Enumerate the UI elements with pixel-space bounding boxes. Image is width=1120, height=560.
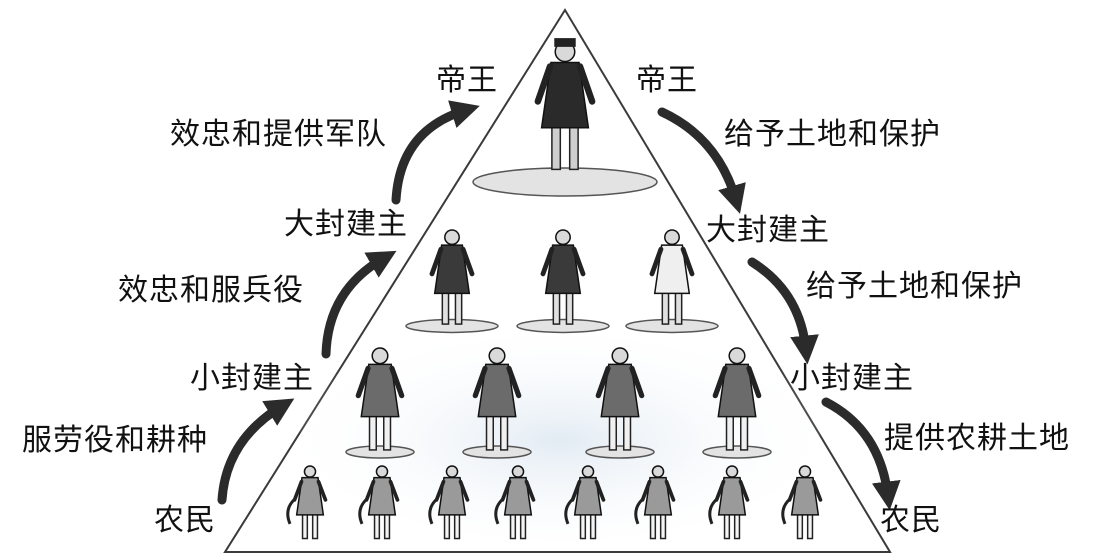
peasant-figure <box>358 465 400 540</box>
great-lord-figure <box>516 229 610 334</box>
left-rank-great-lord: 大封建主 <box>284 207 408 242</box>
right-grant-top: 给予土地和保护 <box>724 117 941 152</box>
arrow-lesser-to-great-lord <box>321 250 397 359</box>
peasant-figure <box>428 465 470 540</box>
left-duty-middle: 效忠和服兵役 <box>118 273 304 308</box>
lesser-lord-figure <box>462 347 532 459</box>
peasant-figure <box>564 465 606 540</box>
figures-layer <box>286 38 823 540</box>
lesser-lord-figure <box>702 347 772 459</box>
peasant-figure <box>494 465 536 540</box>
right-grant-bottom: 提供农耕土地 <box>884 421 1070 456</box>
pyramid-tint <box>300 320 820 540</box>
great-lord-figure <box>625 229 719 334</box>
lesser-lord-figure <box>345 347 415 459</box>
right-rank-lesser-lord: 小封建主 <box>790 361 914 396</box>
lesser-lord-figure <box>585 347 655 459</box>
left-rank-emperor: 帝王 <box>436 63 498 98</box>
left-duty-bottom: 服劳役和耕种 <box>22 423 208 458</box>
arrow-emperor-to-great-lord <box>657 107 746 214</box>
arrow-great-lord-to-lesser-lord <box>747 257 819 365</box>
emperor-figure <box>534 38 596 171</box>
right-rank-emperor: 帝王 <box>636 63 698 98</box>
left-rank-peasant: 农民 <box>154 503 216 538</box>
arrow-peasant-to-lesser-lord <box>217 398 295 505</box>
left-rank-lesser-lord: 小封建主 <box>190 361 314 396</box>
peasant-figure <box>781 465 823 540</box>
left-duty-top: 效忠和提供军队 <box>170 117 387 152</box>
arrow-great-lord-to-emperor <box>391 100 480 205</box>
emperor-platform <box>472 167 658 197</box>
peasant-figure <box>286 465 328 540</box>
peasant-figure <box>634 465 676 540</box>
right-rank-peasant: 农民 <box>880 503 942 538</box>
right-rank-great-lord: 大封建主 <box>706 213 830 248</box>
right-grant-middle: 给予土地和保护 <box>806 269 1023 304</box>
peasant-figure <box>708 465 750 540</box>
great-lord-figure <box>405 229 499 334</box>
arrow-lesser-lord-to-peasant <box>821 397 901 511</box>
